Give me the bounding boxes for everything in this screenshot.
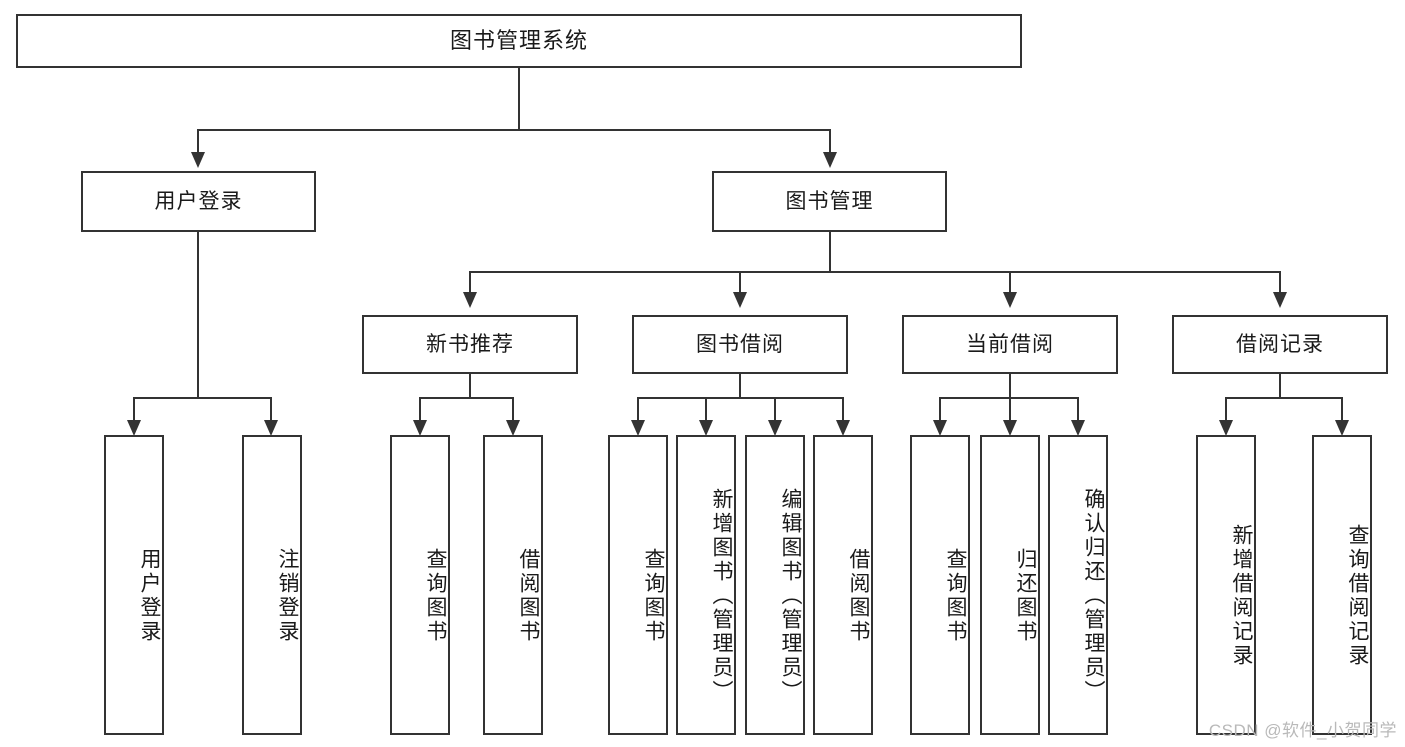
arrow-cb-to-leaf1 [933,420,947,436]
edge-borrow-records-bus [1225,397,1342,399]
edge-bm-to-new-book [469,271,471,293]
arrow-bm-to-current [1003,292,1017,308]
node-label: 图书管理 [785,189,874,213]
edge-new-book-bus [419,397,513,399]
edge-root-stem [518,68,520,130]
edge-new-book-stem [469,374,471,398]
arrow-bm-to-borrow [733,292,747,308]
arrow-bb-to-leaf4 [836,420,850,436]
edge-user-login-to-leaf1 [133,397,135,421]
leaf-edit-book-admin[interactable]: 编辑图书（管理员） [745,435,805,735]
node-label: 查询借阅记录 [1346,524,1369,668]
edge-root-to-user-login [197,129,199,153]
arrow-root-to-book-manage [823,152,837,168]
node-borrow-records[interactable]: 借阅记录 [1172,315,1388,374]
node-label: 归还图书 [1014,548,1037,644]
node-root-system[interactable]: 图书管理系统 [16,14,1022,68]
node-new-book-recommend[interactable]: 新书推荐 [362,315,578,374]
edge-root-bus [197,129,831,131]
edge-nb-to-leaf1 [419,397,421,421]
edge-bm-to-records [1279,271,1281,293]
node-label: 当前借阅 [966,332,1054,356]
node-book-management[interactable]: 图书管理 [712,171,947,232]
node-label: 图书借阅 [696,332,784,356]
edge-root-to-book-manage [829,129,831,153]
edge-bb-to-leaf4 [842,397,844,421]
leaf-confirm-return-admin[interactable]: 确认归还（管理员） [1048,435,1108,735]
arrow-user-login-to-leaf2 [264,420,278,436]
leaf-query-borrow-record[interactable]: 查询借阅记录 [1312,435,1372,735]
edge-book-borrow-bus [637,397,843,399]
node-label: 图书管理系统 [449,27,588,53]
leaf-return-books[interactable]: 归还图书 [980,435,1040,735]
leaf-query-books-recommend[interactable]: 查询图书 [390,435,450,735]
edge-br-to-leaf1 [1225,397,1227,421]
node-label: 查询图书 [424,548,447,644]
leaf-query-books-current[interactable]: 查询图书 [910,435,970,735]
node-label: 借阅图书 [517,548,540,644]
edge-current-borrow-stem [1009,374,1011,398]
edge-user-login-bus [133,397,270,399]
edge-user-login-stem [197,232,199,398]
leaf-query-books-borrow[interactable]: 查询图书 [608,435,668,735]
edge-nb-to-leaf2 [512,397,514,421]
edge-user-login-to-leaf2 [270,397,272,421]
edge-book-management-bus [469,271,1280,273]
edge-bm-to-borrow [739,271,741,293]
arrow-bb-to-leaf1 [631,420,645,436]
leaf-borrow-books[interactable]: 借阅图书 [813,435,873,735]
edge-borrow-records-stem [1279,374,1281,398]
edge-cb-to-leaf3 [1077,397,1079,421]
arrow-nb-to-leaf1 [413,420,427,436]
arrow-user-login-to-leaf1 [127,420,141,436]
node-label: 新增借阅记录 [1230,524,1253,668]
edge-bb-to-leaf1 [637,397,639,421]
node-label: 确认归还（管理员） [1082,488,1105,704]
edge-bm-to-current [1009,271,1011,293]
arrow-cb-to-leaf3 [1071,420,1085,436]
node-label: 借阅记录 [1236,332,1324,356]
node-label: 新书推荐 [426,332,514,356]
arrow-br-to-leaf2 [1335,420,1349,436]
arrow-bb-to-leaf2 [699,420,713,436]
node-book-borrow[interactable]: 图书借阅 [632,315,848,374]
arrow-br-to-leaf1 [1219,420,1233,436]
leaf-borrow-books-recommend[interactable]: 借阅图书 [483,435,543,735]
edge-bb-to-leaf3 [774,397,776,421]
node-label: 编辑图书（管理员） [779,488,802,704]
leaf-add-book-admin[interactable]: 新增图书（管理员） [676,435,736,735]
node-label: 注销登录 [276,548,299,644]
node-user-login[interactable]: 用户登录 [81,171,316,232]
edge-br-to-leaf2 [1341,397,1343,421]
arrow-root-to-user-login [191,152,205,168]
node-label: 借阅图书 [847,548,870,644]
arrow-bb-to-leaf3 [768,420,782,436]
arrow-bm-to-new-book [463,292,477,308]
leaf-logout[interactable]: 注销登录 [242,435,302,735]
edge-cb-to-leaf1 [939,397,941,421]
leaf-add-borrow-record[interactable]: 新增借阅记录 [1196,435,1256,735]
node-current-borrow[interactable]: 当前借阅 [902,315,1118,374]
node-label: 新增图书（管理员） [710,488,733,704]
edge-book-borrow-stem [739,374,741,398]
node-label: 用户登录 [154,189,243,213]
edge-book-management-stem [829,232,831,272]
edge-bb-to-leaf2 [705,397,707,421]
leaf-user-login[interactable]: 用户登录 [104,435,164,735]
edge-cb-to-leaf2 [1009,397,1011,421]
arrow-cb-to-leaf2 [1003,420,1017,436]
arrow-bm-to-records [1273,292,1287,308]
node-label: 用户登录 [138,548,161,644]
arrow-nb-to-leaf2 [506,420,520,436]
node-label: 查询图书 [642,548,665,644]
node-label: 查询图书 [944,548,967,644]
